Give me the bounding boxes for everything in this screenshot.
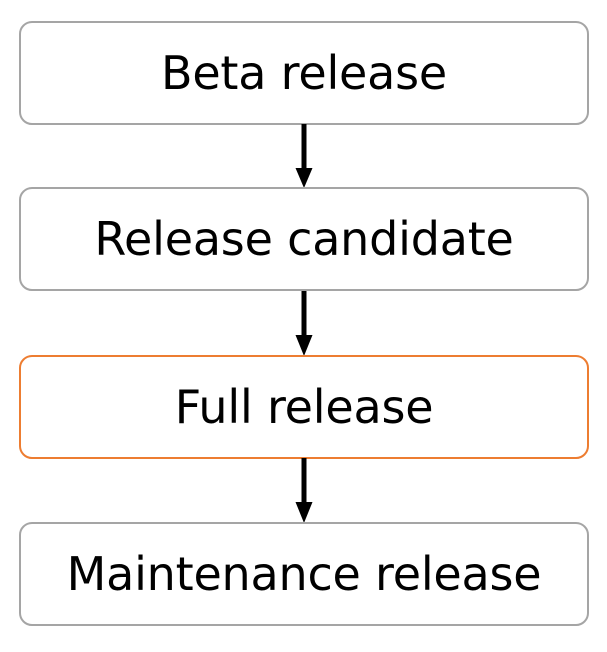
node-label: Maintenance release — [66, 547, 542, 601]
arrow-down-icon-release-candidate-to-full-release — [295, 291, 313, 356]
node-label: Beta release — [160, 46, 448, 100]
flowchart-node-full-release[interactable]: Full release — [19, 355, 589, 459]
flowchart-node-beta-release[interactable]: Beta release — [19, 21, 589, 125]
flowchart-node-maintenance-release[interactable]: Maintenance release — [19, 522, 589, 626]
node-label: Release candidate — [94, 212, 514, 266]
arrow-down-icon-full-release-to-maintenance-release — [295, 458, 313, 523]
arrow-down-icon-beta-to-release-candidate — [295, 124, 313, 188]
flowchart-node-release-candidate[interactable]: Release candidate — [19, 187, 589, 291]
node-label: Full release — [174, 380, 434, 434]
